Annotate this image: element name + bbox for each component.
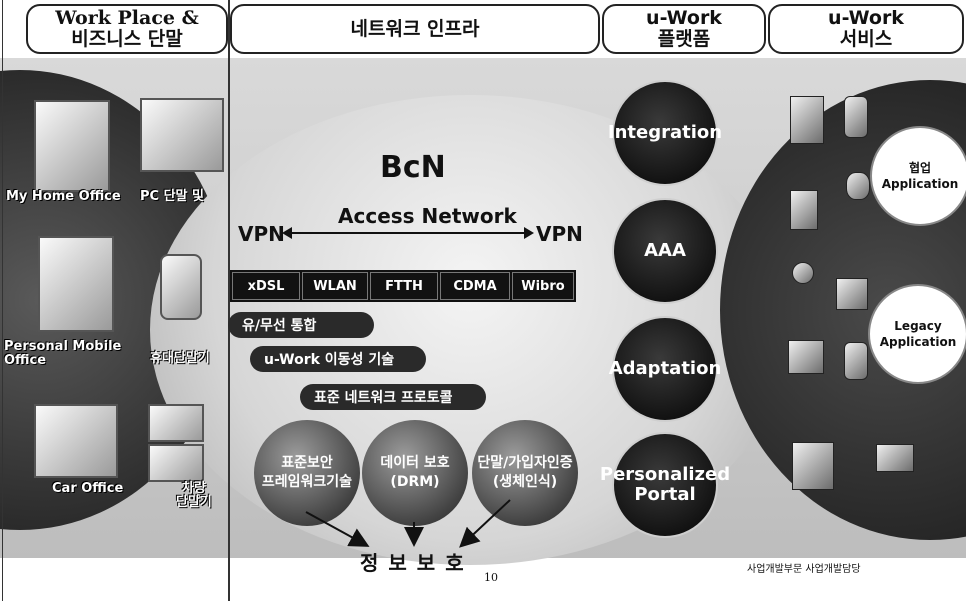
mobile-office-caption: Personal Mobile Office (4, 339, 122, 368)
security-auth-line1: 단말/가입자인증 (477, 455, 573, 471)
platform-aaa: AAA (612, 198, 718, 304)
security-framework: 표준보안 프레임워크기술 (254, 420, 360, 526)
access-type-wibro: Wibro (512, 272, 574, 300)
column-divider-1 (228, 0, 230, 601)
security-framework-line1: 표준보안 (281, 455, 333, 471)
vehicle-device-photo-1 (148, 404, 204, 442)
security-auth: 단말/가입자인증 (생체인식) (472, 420, 578, 526)
tech-mobility: u-Work 이동성 기술 (250, 346, 426, 372)
vpn-left-label: VPN (238, 222, 285, 246)
header-workplace-line1: Work Place & (55, 7, 199, 29)
service-legacy-line2: Application (879, 335, 957, 349)
vehicle-device-caption-1: 차량 (181, 481, 206, 496)
access-type-ftth: FTTH (370, 272, 438, 300)
service-device-icon-2 (844, 96, 868, 138)
header-service: u-Work 서비스 (768, 4, 964, 54)
service-device-icon-1 (790, 96, 824, 144)
header-network-label: 네트워크 인프라 (350, 17, 480, 40)
service-device-icon-4 (846, 172, 870, 200)
information-security-label: 정보보호 (360, 551, 474, 575)
platform-integration: Integration (608, 80, 722, 186)
service-device-icon-5 (792, 262, 814, 284)
service-collab-line2: Application (881, 177, 959, 191)
header-network: 네트워크 인프라 (230, 4, 600, 54)
vpn-right-label: VPN (536, 222, 583, 246)
vehicle-device-photo-2 (148, 444, 204, 482)
security-framework-line2: 프레임워크기술 (261, 474, 353, 490)
access-type-row: xDSL WLAN FTTH CDMA Wibro (230, 270, 576, 302)
header-workplace-line2: 비즈니스 단말 (71, 28, 183, 50)
header-platform: u-Work 플랫폼 (602, 4, 766, 54)
header-service-line2: 서비스 (839, 28, 893, 50)
mobile-device-caption: 휴대단말기 (150, 351, 210, 366)
header-platform-line1: u-Work (646, 7, 722, 29)
access-network-arrow (282, 227, 534, 239)
header-platform-line2: 플랫폼 (657, 28, 711, 50)
access-type-wlan: WLAN (302, 272, 368, 300)
column-divider-left (2, 0, 3, 601)
access-type-cdma: CDMA (440, 272, 510, 300)
security-drm-line1: 데이터 보호 (380, 455, 450, 471)
footer-department: 사업개발부문 사업개발담당 (747, 564, 861, 575)
header-workplace: Work Place & 비즈니스 단말 (26, 4, 228, 54)
service-legacy-line1: Legacy (894, 319, 942, 333)
service-device-icon-9 (792, 442, 834, 490)
security-drm-line2: (DRM) (390, 474, 440, 490)
access-type-xdsl: xDSL (232, 272, 300, 300)
platform-personalized-portal: Personalized Portal (600, 432, 730, 538)
service-device-icon-8 (844, 342, 868, 380)
vehicle-device-caption: 차량 단말기 (176, 482, 212, 510)
car-photo (34, 404, 118, 478)
service-collab-line1: 협업 (908, 161, 932, 175)
service-device-icon-6 (836, 278, 868, 310)
service-device-icon-7 (788, 340, 824, 374)
car-office-caption: Car Office (52, 481, 124, 496)
tech-wired-wireless: 유/무선 통합 (228, 312, 374, 338)
tech-protocol: 표준 네트워크 프로토콜 (300, 384, 486, 410)
handheld-photo (160, 254, 202, 320)
security-auth-line2: (생체인식) (492, 474, 558, 490)
home-pc-caption: PC 단말 및 (140, 189, 205, 204)
header-service-line1: u-Work (828, 7, 904, 29)
page-number: 10 (484, 571, 498, 584)
service-collab-app: 협업 Application (870, 126, 966, 226)
home-office-caption: My Home Office (6, 189, 121, 204)
home-office-photo (34, 100, 110, 192)
pc-photo (140, 98, 224, 172)
service-legacy-app: Legacy Application (868, 284, 966, 384)
arrow-auth-to-security (459, 499, 511, 548)
access-network-label: Access Network (338, 204, 517, 228)
service-device-icon-10 (876, 444, 914, 472)
arrow-framework-to-security (305, 511, 370, 547)
security-drm: 데이터 보호 (DRM) (362, 420, 468, 526)
service-device-icon-3 (790, 190, 818, 230)
mobile-office-photo (38, 236, 114, 332)
vehicle-device-caption-2: 단말기 (176, 495, 212, 510)
platform-adaptation: Adaptation (609, 316, 721, 422)
bcn-title: BcN (380, 150, 446, 185)
